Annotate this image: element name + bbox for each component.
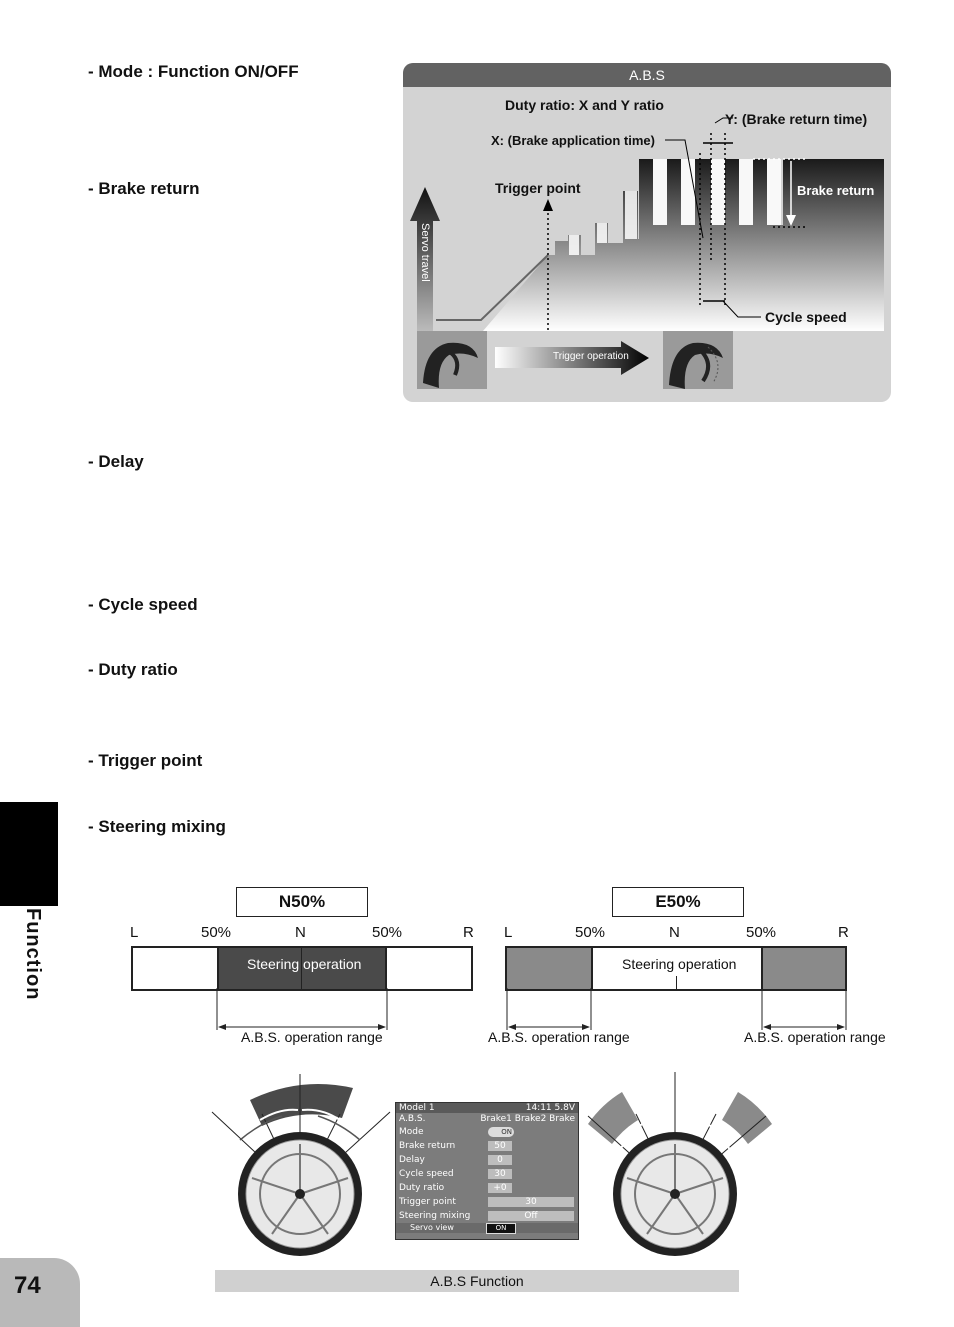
screen-brake-return-value[interactable]: 50	[488, 1141, 512, 1151]
trigger-point-label: Trigger point	[495, 180, 581, 196]
heading-mode: - Mode : Function ON/OFF	[88, 62, 299, 81]
screen-delay-value[interactable]: 0	[488, 1155, 512, 1165]
screen-row-cycle-speed: Cycle speed 30	[396, 1167, 578, 1181]
n50-range-bracket	[216, 988, 388, 1030]
screen-clock: 14:11 5.8V	[525, 1103, 575, 1113]
e50-tick-r: R	[838, 924, 849, 941]
e50-range-label-left: A.B.S. operation range	[488, 1029, 630, 1045]
e50-tick-50-right: 50%	[746, 924, 777, 941]
n50-tick-r: R	[463, 924, 474, 941]
heading-cycle-speed: - Cycle speed	[88, 595, 198, 614]
heading-brake-return: - Brake return	[88, 179, 200, 198]
heading-steering-mixing: - Steering mixing	[88, 817, 226, 836]
screen-servo-view-button[interactable]: ON	[486, 1223, 516, 1234]
e50-steering-label: Steering operation	[622, 956, 737, 972]
n50-steering-label: Steering operation	[247, 956, 362, 972]
screen-model: Model 1	[399, 1103, 435, 1113]
e50-title: E50%	[612, 887, 744, 917]
y-brake-return-time-label: Y: (Brake return time)	[725, 111, 868, 127]
screen-trigger-point-value[interactable]: 30	[488, 1197, 574, 1207]
page-number-tab	[0, 1258, 80, 1327]
n50-bar: Steering operation	[131, 946, 473, 991]
e50-right-segment	[761, 948, 845, 989]
abs-diagram: A.B.S	[403, 63, 891, 402]
trigger-icon-right	[663, 331, 733, 389]
left-wheel-illustration	[211, 1074, 391, 1256]
screen-duty-ratio-value[interactable]: +0	[488, 1183, 512, 1193]
screen-row-servo-view: Servo view ON	[396, 1223, 578, 1234]
screen-columns: Brake1 Brake2 Brake	[480, 1114, 575, 1124]
screen-steering-mixing-value[interactable]: Off	[488, 1211, 574, 1221]
heading-duty-ratio: - Duty ratio	[88, 660, 178, 679]
e50-range-brackets	[506, 988, 847, 1030]
duty-ratio-label: Duty ratio: X and Y ratio	[505, 97, 664, 113]
n50-tick-50-right: 50%	[372, 924, 403, 941]
screen-row-brake-return: Brake return 50	[396, 1139, 578, 1153]
e50-tick-n: N	[669, 924, 680, 941]
trigger-icon-left	[417, 331, 487, 389]
screen-row-duty-ratio: Duty ratio +0	[396, 1181, 578, 1195]
trigger-operation-label: Trigger operation	[553, 351, 629, 362]
servo-travel-label: Servo travel	[419, 223, 431, 282]
e50-tick-l: L	[504, 924, 513, 941]
transmitter-screen: Model 1 14:11 5.8V A.B.S. Brake1 Brake2 …	[395, 1102, 579, 1240]
screen-cycle-speed-value[interactable]: 30	[488, 1169, 512, 1179]
cycle-speed-label: Cycle speed	[765, 309, 847, 325]
section-tab	[0, 802, 58, 906]
screen-row-delay: Delay 0	[396, 1153, 578, 1167]
n50-steering-segment	[217, 948, 387, 989]
screen-title: A.B.S.	[399, 1114, 426, 1124]
screen-row-mode: Mode ON	[399, 1127, 514, 1137]
n50-title: N50%	[236, 887, 368, 917]
e50-left-segment	[507, 948, 593, 989]
x-brake-application-time-label: X: (Brake application time)	[491, 133, 655, 148]
heading-delay: - Delay	[88, 452, 144, 471]
n50-tick-l: L	[130, 924, 139, 941]
n50-range-label: A.B.S. operation range	[241, 1029, 383, 1045]
e50-bar: Steering operation	[505, 946, 847, 991]
heading-trigger-point: - Trigger point	[88, 751, 203, 770]
page-number: 74	[14, 1272, 41, 1299]
right-wheel-illustration	[587, 1072, 772, 1256]
e50-tick-50-left: 50%	[575, 924, 606, 941]
n50-tick-n: N	[295, 924, 306, 941]
screen-row-steering-mixing: Steering mixing Off	[396, 1209, 578, 1223]
figure-caption: A.B.S Function	[215, 1270, 739, 1292]
brake-return-label: Brake return	[797, 183, 875, 198]
screen-mode-toggle[interactable]: ON	[488, 1127, 514, 1137]
screen-row-trigger-point: Trigger point 30	[396, 1195, 578, 1209]
section-tab-label: Function	[22, 908, 44, 1001]
e50-range-label-right: A.B.S. operation range	[744, 1029, 886, 1045]
n50-tick-50-left: 50%	[201, 924, 232, 941]
abs-waveform-graphic	[410, 117, 884, 389]
